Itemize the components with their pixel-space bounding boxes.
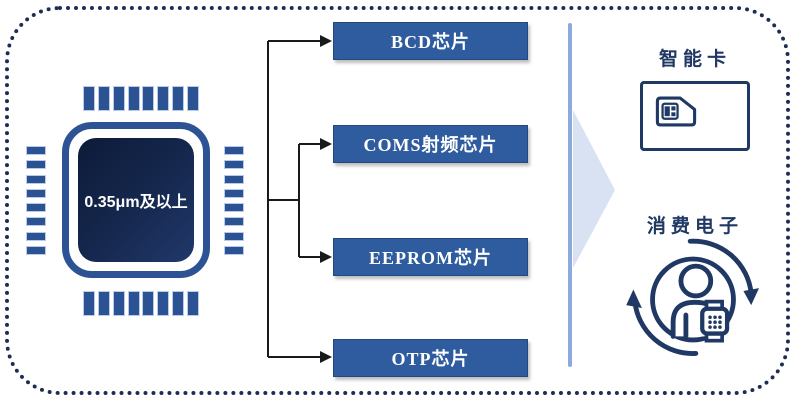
chip-type-label: COMS射频芯片 bbox=[363, 135, 498, 155]
chip-type-label: OTP芯片 bbox=[391, 349, 470, 369]
chip-type-label: BCD芯片 bbox=[390, 32, 470, 52]
chip-type-label: EEPROM芯片 bbox=[369, 248, 492, 268]
chip-type-box-coms: COMS射频芯片 bbox=[333, 125, 528, 163]
arrowhead-bcd bbox=[320, 35, 332, 47]
chip-type-box-otp: OTP芯片 bbox=[333, 339, 528, 377]
chip-pins-top bbox=[83, 86, 199, 111]
smart-card-box bbox=[640, 81, 750, 151]
chip-pins-left bbox=[26, 146, 46, 255]
arrowhead-otp bbox=[320, 351, 332, 363]
sim-card-icon bbox=[655, 96, 697, 127]
chip-pins-right bbox=[224, 146, 244, 255]
chip-type-box-eeprom: EEPROM芯片 bbox=[333, 238, 528, 276]
big-right-arrow-icon bbox=[573, 110, 615, 268]
chip-package: 0.35μm及以上 bbox=[62, 122, 210, 278]
application-label-smartcard: 智能卡 bbox=[658, 49, 731, 70]
arrowhead-eeprom bbox=[320, 251, 332, 263]
chip-pins-bottom bbox=[83, 291, 199, 316]
chip-process-label: 0.35μm及以上 bbox=[84, 194, 188, 211]
chip-type-box-bcd: BCD芯片 bbox=[333, 22, 528, 60]
arrowhead-coms bbox=[320, 138, 332, 150]
divider-line bbox=[568, 23, 572, 367]
application-label-consumer: 消费电子 bbox=[646, 216, 743, 237]
chip-core: 0.35μm及以上 bbox=[78, 138, 194, 262]
person-smartwatch-icon bbox=[626, 238, 760, 356]
